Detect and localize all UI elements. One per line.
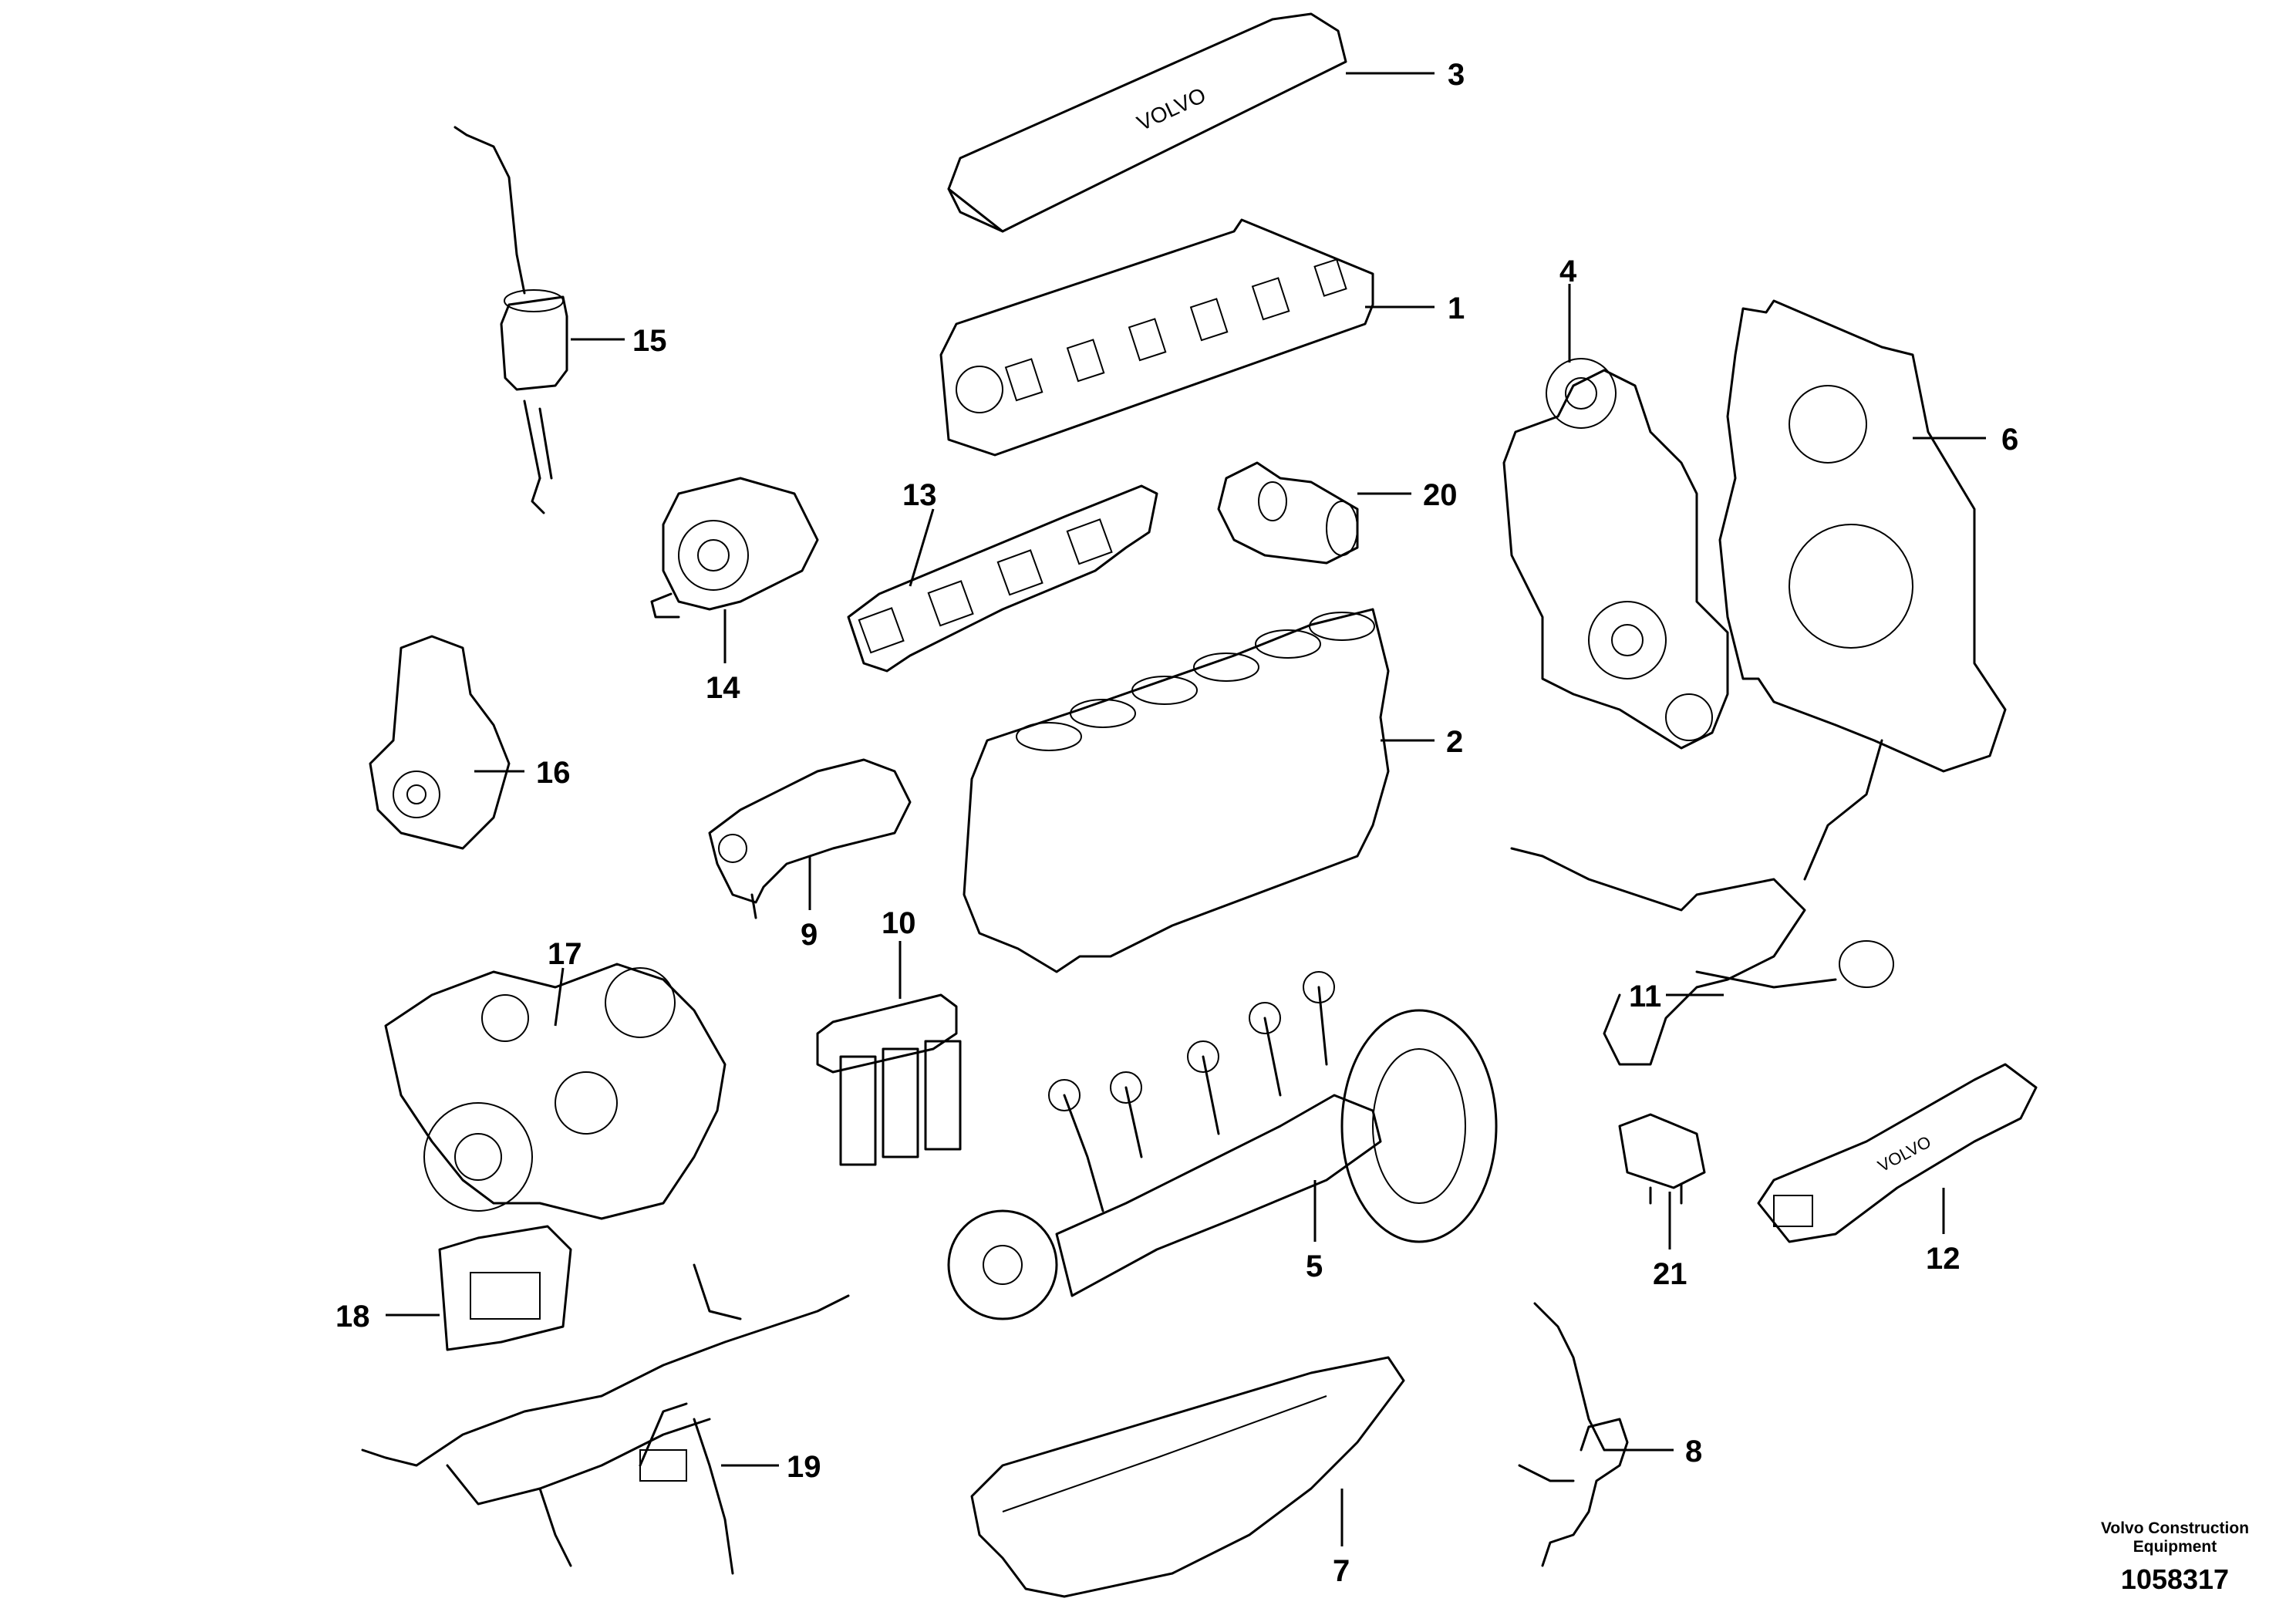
svg-text:VOLVO: VOLVO	[1133, 83, 1209, 135]
part-oil-pan	[970, 1356, 1405, 1598]
callout-3: 3	[1448, 58, 1465, 92]
callout-11: 11	[1629, 980, 1661, 1013]
part-coolant-pump	[369, 635, 511, 850]
part-timing-gear-plate	[1502, 358, 1729, 750]
callout-7: 7	[1333, 1554, 1350, 1588]
part-cylinder-head-gasket	[939, 218, 1374, 457]
callout-12: 12	[1926, 1242, 1961, 1276]
callout-2: 2	[1446, 725, 1463, 759]
part-turbocharger	[650, 477, 819, 619]
callout-19: 19	[787, 1450, 821, 1484]
part-intake-manifold: VOLVO	[1757, 1063, 2038, 1243]
callout-17: 17	[548, 937, 582, 971]
callout-6: 6	[2001, 423, 2018, 457]
callout-4: 4	[1559, 255, 1577, 288]
callout-20: 20	[1423, 478, 1458, 512]
part-control-module	[1618, 1113, 1706, 1205]
part-coolant-pipes	[1510, 739, 1894, 1066]
callout-15: 15	[632, 324, 667, 358]
callout-1: 1	[1448, 292, 1465, 325]
part-starter-motor	[1217, 461, 1359, 565]
part-belt-drive	[384, 963, 727, 1220]
part-oil-filter-housing	[816, 993, 962, 1166]
callout-5: 5	[1306, 1249, 1323, 1283]
part-ecu	[438, 1225, 572, 1351]
callout-21: 21	[1653, 1257, 1687, 1291]
part-oil-dipstick	[1518, 1302, 1629, 1567]
figure-number: 1058317	[2121, 1563, 2229, 1595]
callout-13: 13	[902, 478, 937, 512]
callout-14: 14	[706, 671, 740, 705]
svg-text:VOLVO: VOLVO	[1875, 1132, 1934, 1176]
credit-line-2: Equipment	[2133, 1538, 2217, 1556]
callout-9: 9	[801, 918, 818, 952]
part-valve-cover: VOLVO	[947, 12, 1347, 233]
part-exhaust-manifold	[847, 484, 1158, 673]
part-oil-cooler-housing	[708, 758, 912, 919]
callout-8: 8	[1685, 1435, 1702, 1469]
callout-10: 10	[882, 906, 916, 940]
part-wiring-harness	[361, 1263, 850, 1575]
part-cylinder-block	[963, 608, 1390, 973]
part-timing-gear-cover	[1718, 299, 2007, 773]
callout-16: 16	[536, 756, 571, 790]
callout-18: 18	[335, 1300, 370, 1334]
part-crankshaft-flywheel	[947, 971, 1498, 1320]
credit-line-1: Volvo Construction	[2101, 1519, 2249, 1537]
part-crankcase-ventilation	[453, 126, 568, 514]
